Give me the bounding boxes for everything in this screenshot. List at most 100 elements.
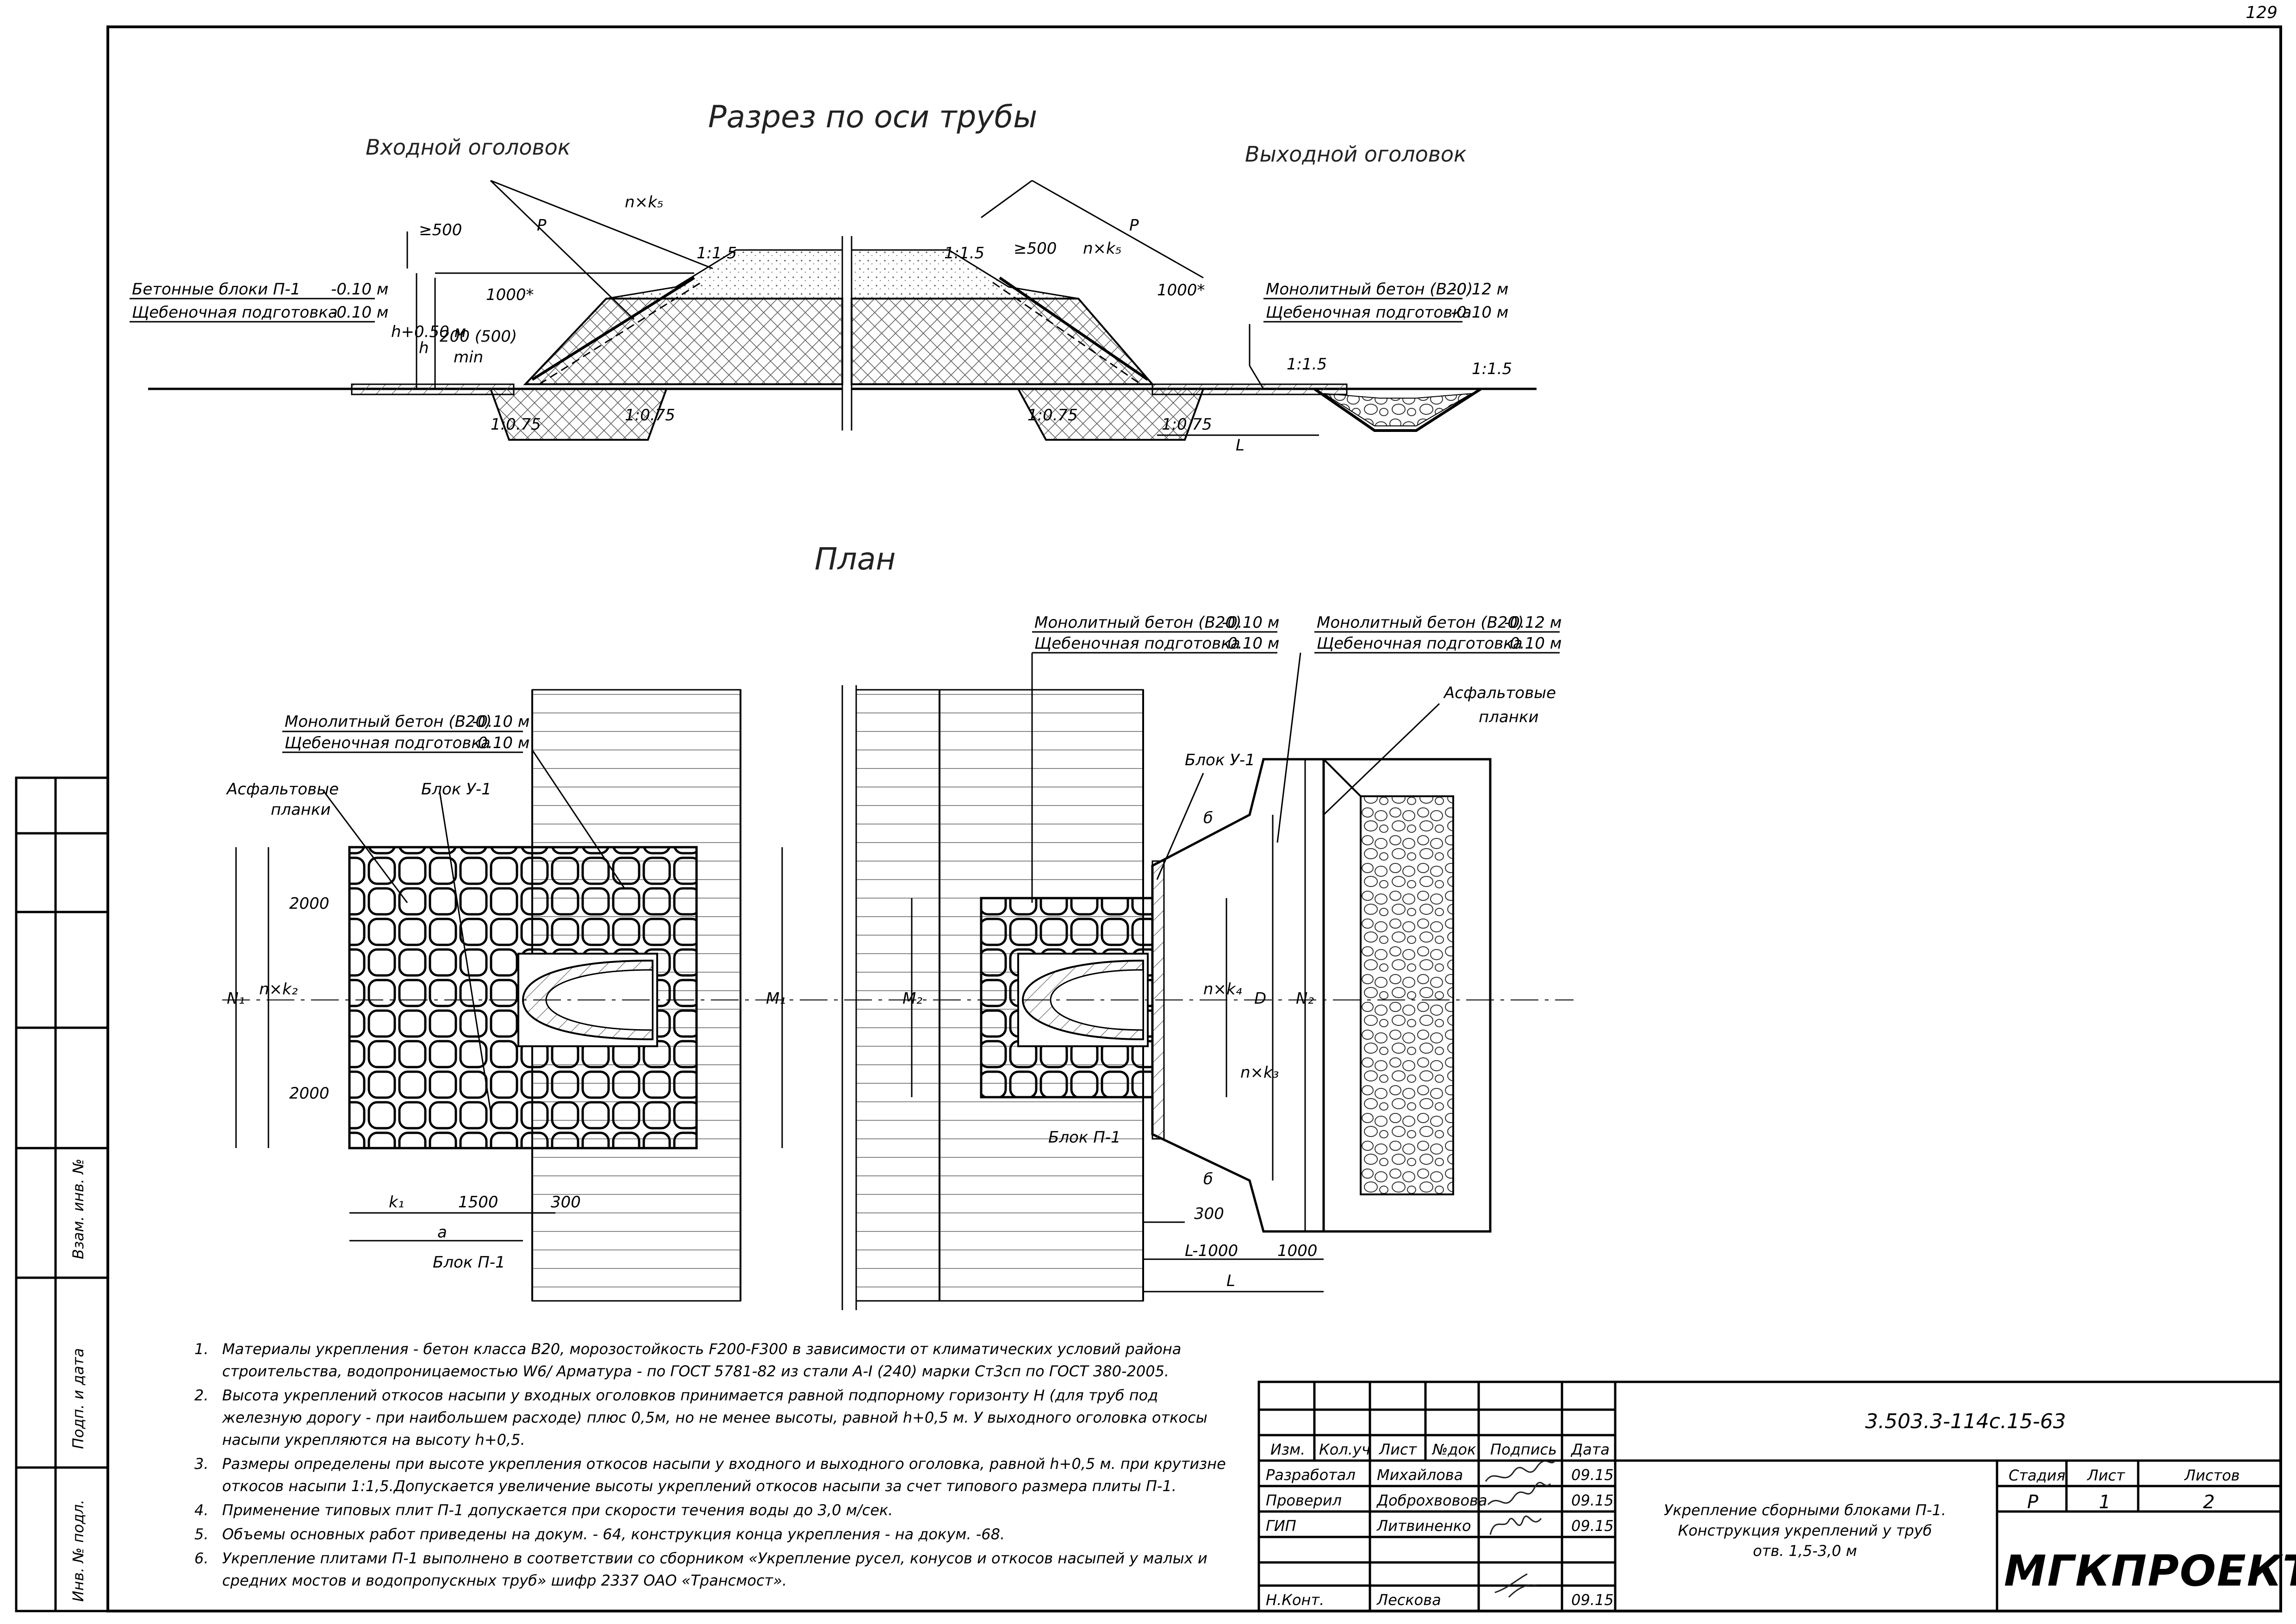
row-role: ГИП (1266, 1517, 1296, 1535)
dim-b-bottom: б (1203, 1170, 1213, 1188)
plan-asphalt-2: планки (271, 800, 331, 819)
signatures (1485, 1460, 1556, 1598)
slope-inlet: 1:1.5 (697, 244, 737, 262)
side-podp: Подп. и дата (69, 1348, 87, 1449)
slope-ditch-left: 1:1.5 (1287, 355, 1327, 374)
dim-h: h (419, 339, 429, 357)
note-item: 4.Применение типовых плит П-1 допускаетс… (194, 1501, 893, 1519)
hdr-data: Дата (1571, 1441, 1610, 1458)
plan-block-p1b: Блок П-1 (1048, 1128, 1121, 1147)
plan-block-p1: Блок П-1 (433, 1253, 505, 1272)
dim-nk2: n×k₂ (259, 980, 298, 999)
dim-ge500-outlet: ≥500 (1014, 239, 1057, 258)
description-line: Конструкция укреплений у труб (1678, 1522, 1932, 1539)
company-logo: МГКПРОЕКТ (2004, 1546, 2296, 1596)
hdr-podpis: Подпись (1490, 1441, 1557, 1458)
dim-nk-inlet: n×k₅ (625, 193, 664, 212)
plan-mono-mid: Монолитный бетон (B20) (1034, 613, 1242, 632)
dim-300: 300 (551, 1193, 581, 1212)
dim-L-section: L (1236, 436, 1244, 455)
hdr-list: Лист (1379, 1441, 1417, 1458)
hdr-stadia: Стадия (2009, 1467, 2066, 1484)
row-role: Проверил (1266, 1492, 1342, 1509)
side-vzam: Взам. инв. № (69, 1158, 87, 1259)
plan-base-left-val: -0.10 м (472, 734, 530, 752)
note-item: 6.Укрепление плитами П-1 выполнено в соо… (194, 1549, 1207, 1589)
dim-200-500: 200 (500) (440, 327, 517, 346)
plan-asphalt-r1: Асфальтовые (1444, 684, 1556, 702)
description-line: отв. 1,5-3,0 м (1753, 1542, 1857, 1560)
slope-075-a: 1:0.75 (491, 415, 541, 434)
hdr-ndok: №док (1432, 1441, 1476, 1458)
dim-1500: 1500 (458, 1193, 498, 1212)
row-name: Михайлова (1377, 1466, 1463, 1484)
dim-D: D (1254, 989, 1267, 1008)
plan-mono-mid-val: -0.10 м (1222, 613, 1280, 632)
note-item: 2.Высота укреплений откосов насыпи у вхо… (194, 1387, 1207, 1449)
row-date: 09.15 (1571, 1517, 1614, 1535)
note-item: 1.Материалы укрепления - бетон класса В2… (194, 1340, 1182, 1380)
note-item: 3.Размеры определены при высоте укреплен… (194, 1455, 1226, 1495)
dim-b-top: б (1203, 809, 1213, 827)
slope-075-c: 1:0.75 (1027, 406, 1078, 425)
description-line: Укрепление сборными блоками П-1. (1664, 1501, 1946, 1519)
dim-300b: 300 (1194, 1205, 1224, 1223)
hdr-kolvo: Кол.уч (1319, 1441, 1370, 1458)
dim-M2: M₂ (902, 989, 922, 1008)
row-date: 09.15 (1571, 1492, 1614, 1509)
plan-base-right-val: -0.10 м (1504, 634, 1562, 653)
slope-075-b: 1:0.75 (625, 406, 675, 425)
section-title: Разрез по оси трубы (708, 99, 1038, 135)
hdr-listov: Листов (2184, 1467, 2240, 1484)
hdr-izm: Изм. (1270, 1441, 1306, 1458)
side-inv: Инв. № подл. (69, 1499, 87, 1602)
dim-p-inlet: P (537, 216, 547, 235)
section-view (130, 180, 1537, 441)
inlet-blocks-value: -0.10 м (331, 280, 389, 299)
row-name: Доброхвовова (1377, 1492, 1487, 1509)
dim-a: a (437, 1223, 447, 1242)
slope-ditch-right: 1:1.5 (1472, 360, 1512, 378)
dim-p-outlet: P (1129, 216, 1139, 235)
plan-base-mid: Щебеночная подготовка (1034, 634, 1240, 653)
dim-k1: k₁ (389, 1193, 404, 1212)
row-date: 09.15 (1571, 1466, 1614, 1484)
row-role: Разработал (1266, 1466, 1356, 1484)
dim-1000-plan: 1000 (1277, 1242, 1318, 1260)
sheet-description: Укрепление сборными блоками П-1. Констру… (1648, 1500, 1962, 1561)
inlet-base-value: -0.10 м (331, 303, 389, 322)
inlet-title: Входной оголовок (366, 135, 571, 160)
dim-2000-b: 2000 (289, 1084, 330, 1103)
dim-L-plan: L (1226, 1272, 1235, 1290)
dim-nk3: n×k₃ (1240, 1063, 1279, 1082)
plan-title: План (815, 541, 896, 577)
row-date: 09.15 (1571, 1591, 1614, 1609)
sheets-value: 2 (2203, 1492, 2215, 1513)
dim-nk4: n×k₄ (1203, 980, 1242, 999)
plan-base-left: Щебеночная подготовка (285, 734, 491, 752)
inlet-base-label: Щебеночная подготовка (132, 303, 338, 322)
plan-mono-left: Монолитный бетон (B20) (285, 712, 492, 731)
stage-value: Р (2027, 1492, 2039, 1513)
side-stamp-strip (15, 776, 109, 1612)
page-number: 129 (2246, 3, 2277, 22)
dim-M1: M₁ (766, 989, 786, 1008)
plan-base-right: Щебеночная подготовка (1317, 634, 1523, 653)
plan-block-u1b: Блок У-1 (1185, 751, 1255, 769)
dim-1000-outlet: 1000* (1157, 281, 1205, 300)
dim-2000-a: 2000 (289, 894, 330, 913)
plan-block-u1: Блок У-1 (421, 780, 492, 799)
dim-h050: h+0.50 м (391, 323, 467, 341)
dim-L1000: L-1000 (1185, 1242, 1238, 1260)
row-name: Литвиненко (1377, 1517, 1471, 1535)
plan-mono-right: Монолитный бетон (B20) (1317, 613, 1524, 632)
outlet-base-label: Щебеночная подготовка (1266, 303, 1472, 322)
sheet-value: 1 (2099, 1492, 2111, 1513)
row-role: Н.Конт. (1266, 1591, 1325, 1609)
plan-base-mid-val: -0.10 м (1222, 634, 1280, 653)
inlet-blocks-label: Бетонные блоки П-1 (132, 280, 301, 299)
dim-N2: N₂ (1296, 989, 1314, 1008)
dim-N1: N₁ (227, 989, 245, 1008)
outlet-concrete-value: -0.12 м (1451, 280, 1509, 299)
